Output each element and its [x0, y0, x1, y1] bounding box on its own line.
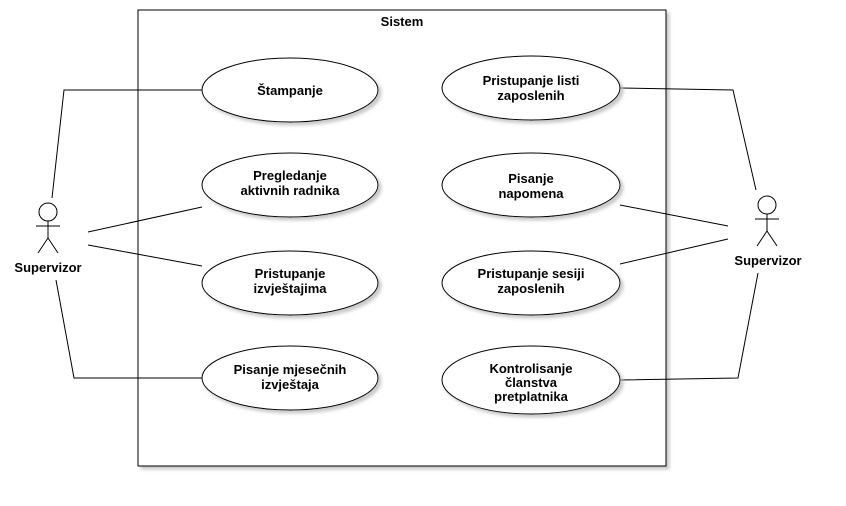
assoc-right-clanstvo — [619, 272, 759, 381]
assoc-left-mjesecni — [55, 279, 202, 379]
assoc-left-stampanje — [51, 89, 202, 199]
actor-left-head — [38, 202, 58, 222]
actor-left-label: Supervizor — [14, 260, 81, 275]
assoc-right-napomena — [619, 204, 729, 227]
assoc-right-sesiji — [619, 238, 729, 265]
assoc-right-listi — [619, 87, 757, 191]
right-associations — [619, 87, 759, 381]
assoc-left-izvjestaji — [87, 244, 203, 267]
actor-right-head — [757, 195, 777, 215]
use-case-stampanje[interactable]: Štampanje — [201, 57, 379, 123]
left-associations — [51, 89, 203, 379]
use-case-stampanje-label: Štampanje — [257, 83, 323, 98]
actor-right[interactable] — [755, 195, 779, 247]
system-title: Sistem — [381, 14, 424, 29]
assoc-left-pregledanje — [87, 206, 203, 233]
actor-left[interactable] — [36, 202, 60, 254]
actor-right-label: Supervizor — [734, 253, 801, 268]
